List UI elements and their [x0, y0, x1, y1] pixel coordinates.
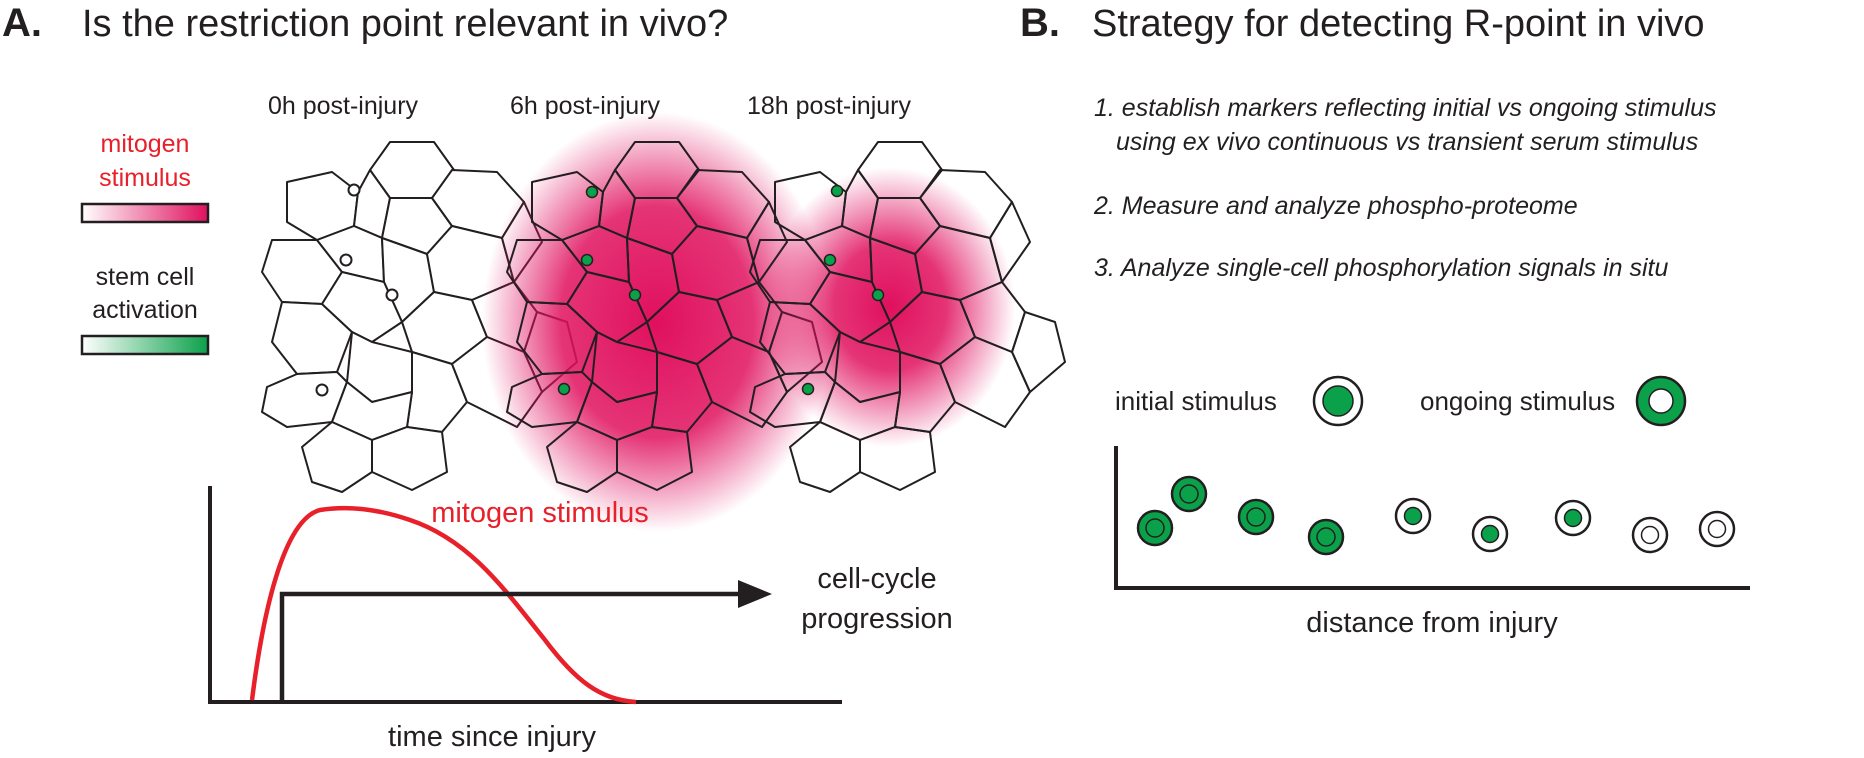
arrow-label-line2: progression: [801, 603, 953, 635]
panel-a-letter: A.: [2, 1, 42, 45]
arrow-label-line1: cell-cycle: [817, 563, 936, 595]
timepoint-label-18h: 18h post-injury: [747, 92, 911, 120]
stem-cell-dot: [585, 185, 599, 199]
tissue-0h: [261, 141, 578, 493]
stem-cell-dot: [557, 382, 571, 396]
legend-stem-label-line1: stem cell: [96, 263, 195, 291]
step-1-line1: 1. establish markers reflecting initial …: [1094, 94, 1717, 122]
panel-a-title: Is the restriction point relevant in viv…: [82, 3, 728, 45]
panel-b-title: Strategy for detecting R-point in vivo: [1092, 3, 1705, 45]
stem-cell-dot: [801, 382, 815, 396]
stem-gradient-bar: [80, 334, 210, 356]
legend-mitogen-label-line1: mitogen: [101, 130, 190, 158]
legend-a: mitogen stimulus stem cell activation: [80, 130, 210, 356]
cell-cycle-arrow-line: [279, 591, 745, 702]
legend-initial-label: initial stimulus: [1115, 386, 1277, 416]
step-3: 3. Analyze single-cell phosphorylation s…: [1094, 254, 1668, 282]
mitogen-gradient-bar: [80, 202, 210, 224]
cell-marker: [1698, 510, 1736, 548]
cell-marker: [1554, 499, 1592, 537]
cell-marker: [1471, 515, 1509, 553]
arrowhead-icon: [738, 580, 772, 608]
mitogen-stimulus-curve: [249, 505, 637, 705]
stem-cell-dot: [580, 253, 594, 267]
curve-label: mitogen stimulus: [431, 497, 649, 529]
stem-cell-dot: [830, 184, 844, 198]
distance-x-label: distance from injury: [1306, 607, 1558, 639]
distance-plot: distance from injury: [1114, 446, 1750, 639]
distance-plot-axes: [1114, 446, 1750, 590]
mitogen-schematic-graph: mitogen stimulus cell-cycle progression …: [208, 486, 953, 753]
legend-ongoing-label: ongoing stimulus: [1420, 386, 1615, 416]
cell-marker: [1631, 516, 1669, 554]
stem-cell-dot: [347, 183, 361, 197]
stem-cell-dot: [315, 383, 329, 397]
initial-stimulus-marker-core: [1322, 385, 1354, 417]
mitogen-glow-18h: [765, 167, 1015, 447]
panel-b: B. Strategy for detecting R-point in viv…: [1020, 1, 1750, 639]
step-1-line2: using ex vivo continuous vs transient se…: [1116, 128, 1698, 156]
cell-marker: [1237, 498, 1275, 536]
ongoing-stimulus-marker-core: [1648, 388, 1674, 414]
graph-x-label: time since injury: [388, 721, 596, 753]
timepoint-label-0h: 0h post-injury: [268, 92, 419, 120]
stem-cell-dot: [339, 253, 353, 267]
tissue-6h: [482, 112, 832, 532]
legend-b: initial stimulus ongoing stimulus: [1115, 375, 1687, 427]
legend-stem-label-line2: activation: [92, 296, 198, 324]
tissue-18h: [749, 141, 1066, 493]
cell-marker: [1307, 518, 1345, 556]
cell-marker: [1170, 475, 1208, 513]
stem-cell-dot: [628, 288, 642, 302]
step-2: 2. Measure and analyze phospho-proteome: [1093, 192, 1578, 220]
legend-mitogen-label-line2: stimulus: [99, 164, 191, 192]
stem-cell-dot: [385, 288, 399, 302]
panel-b-letter: B.: [1020, 1, 1060, 45]
cell-marker: [1136, 509, 1174, 547]
stem-cell-dot: [823, 253, 837, 267]
cell-marker: [1394, 497, 1432, 535]
panel-a: A. Is the restriction point relevant in …: [2, 1, 1066, 753]
stem-cell-dot: [871, 288, 885, 302]
